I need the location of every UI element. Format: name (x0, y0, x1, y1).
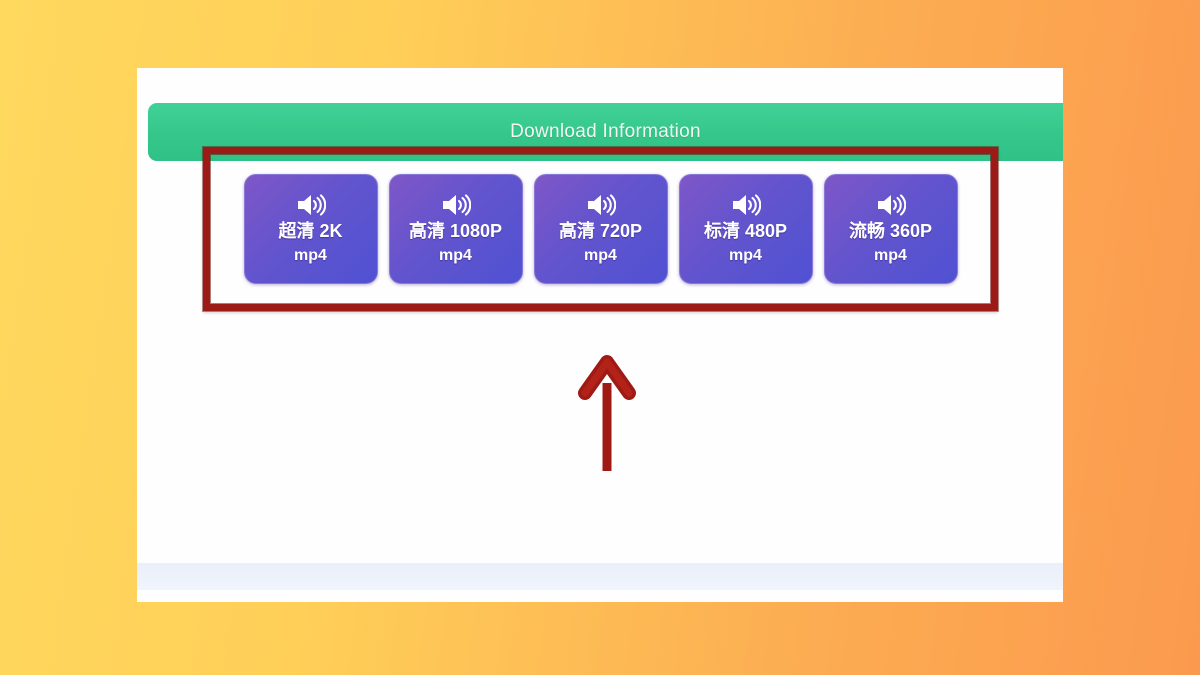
quality-label: 高清 720P (558, 221, 643, 242)
quality-label: 标清 480P (703, 221, 788, 242)
quality-label: 高清 1080P (408, 221, 503, 242)
format-label: mp4 (439, 247, 472, 265)
highlight-rectangle: 超清 2K mp4 高清 1080P mp4 高清 720P mp4 (203, 147, 998, 311)
speaker-icon (732, 194, 761, 216)
speaker-icon (877, 194, 906, 216)
format-label: mp4 (729, 247, 762, 265)
format-label: mp4 (584, 247, 617, 265)
download-button-720p[interactable]: 高清 720P mp4 (533, 174, 668, 284)
quality-label: 流畅 360P (848, 221, 933, 242)
content-panel: Download Information 超清 2K mp4 高清 1080P … (137, 68, 1063, 602)
format-label: mp4 (874, 247, 907, 265)
up-arrow-icon (578, 355, 636, 471)
speaker-icon (297, 194, 326, 216)
quality-label: 超清 2K (278, 221, 343, 242)
format-label: mp4 (294, 247, 327, 265)
download-button-480p[interactable]: 标清 480P mp4 (678, 174, 813, 284)
footer-bar (137, 563, 1063, 590)
speaker-icon (587, 194, 616, 216)
download-button-1080p[interactable]: 高清 1080P mp4 (388, 174, 523, 284)
download-button-360p[interactable]: 流畅 360P mp4 (823, 174, 958, 284)
speaker-icon (442, 194, 471, 216)
page-title: Download Information (510, 121, 701, 142)
download-button-2k[interactable]: 超清 2K mp4 (243, 174, 378, 284)
